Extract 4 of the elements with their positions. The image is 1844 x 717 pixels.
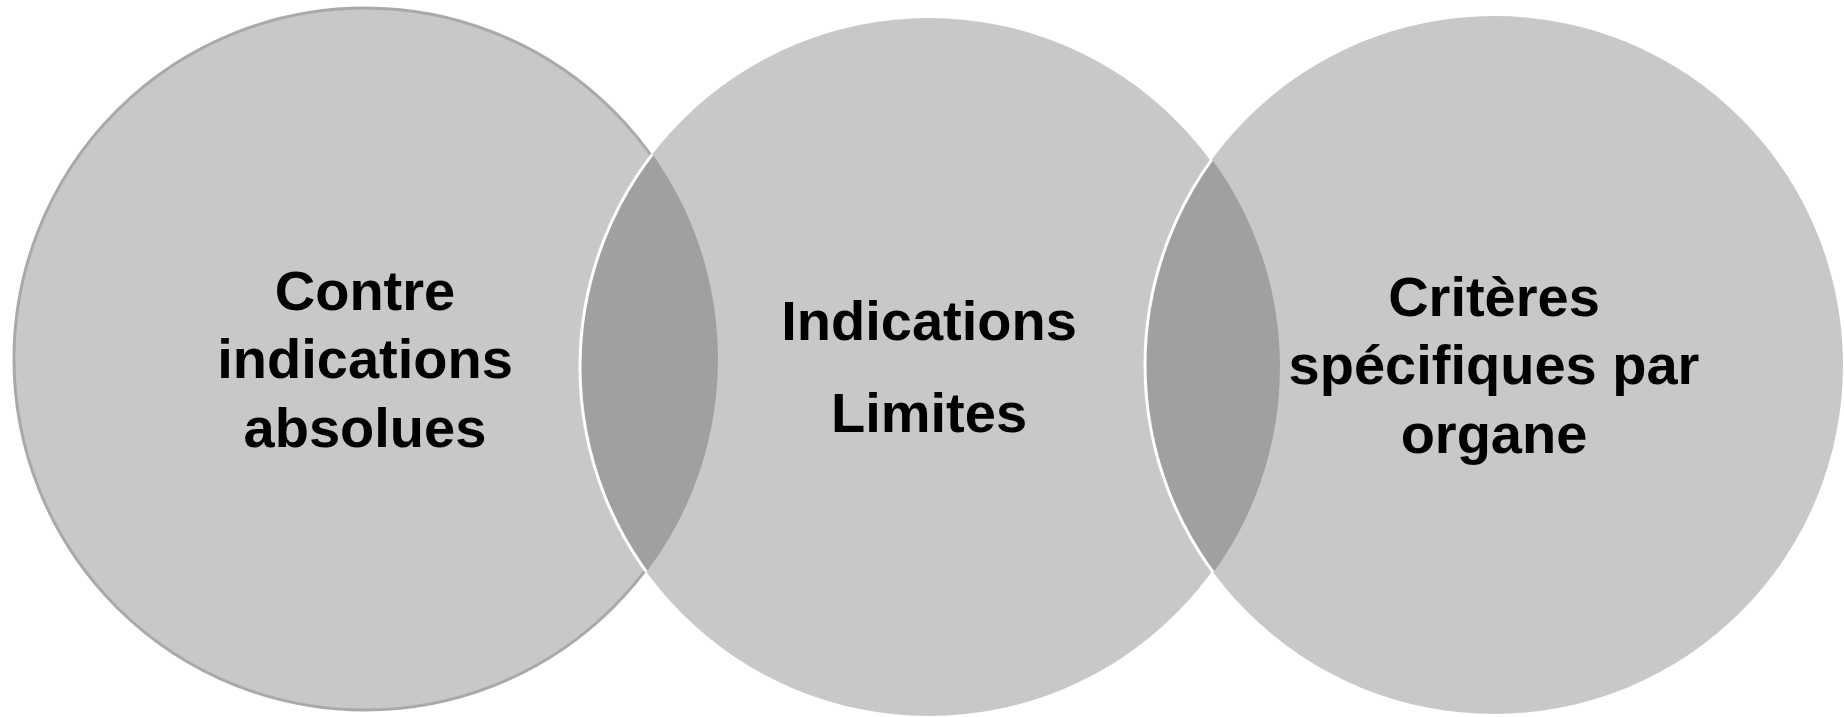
circle-label: Indications bbox=[781, 287, 1077, 354]
circle-label: Critères spécifiques par organe bbox=[1287, 263, 1701, 467]
circle-label: Contre indications absolues bbox=[216, 257, 514, 461]
circle-label: Limites bbox=[830, 380, 1028, 446]
